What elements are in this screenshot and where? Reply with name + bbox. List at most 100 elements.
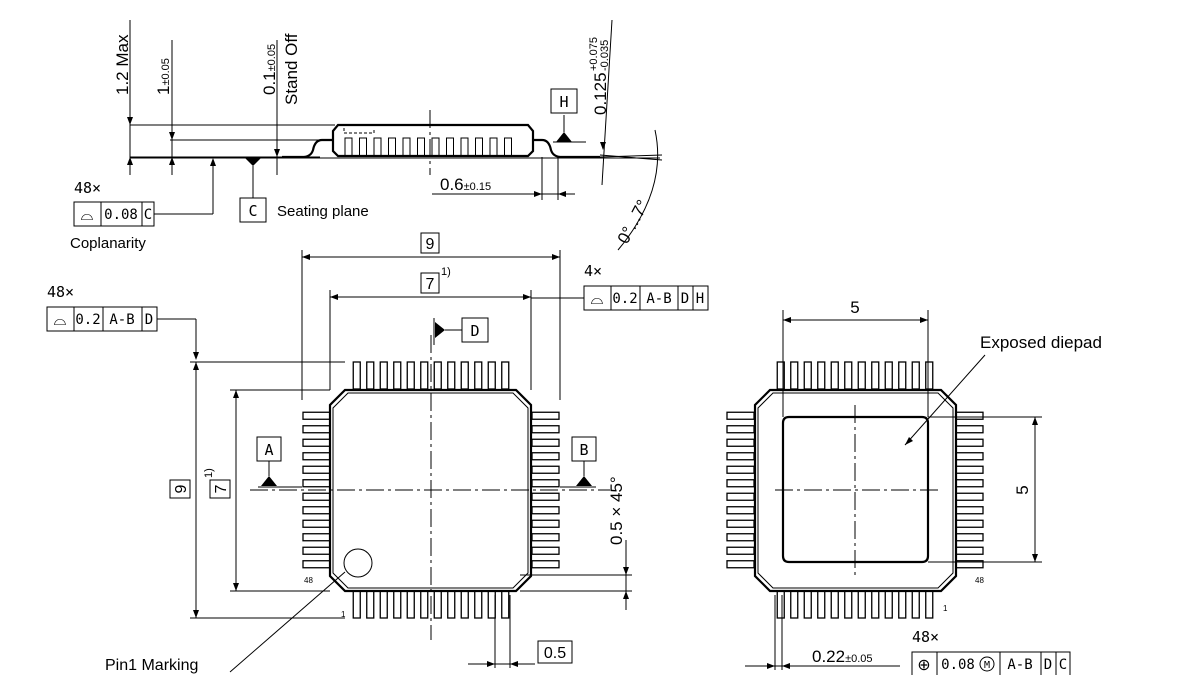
side-lead xyxy=(402,137,411,157)
top-lead-top xyxy=(447,361,456,390)
bottom-lead-right xyxy=(955,546,984,555)
top-lead-bottom xyxy=(433,590,442,619)
position-datum-ab: A-B xyxy=(1007,657,1032,673)
top-lead-left xyxy=(302,465,331,474)
position-symbol: ⊕ xyxy=(917,657,930,674)
side-lead xyxy=(417,137,425,157)
bottom-lead-bottom xyxy=(844,590,853,619)
side-lead xyxy=(431,137,440,157)
lead-width-tol: ±0.05 xyxy=(845,653,872,665)
overall-width-value: 9 xyxy=(426,236,435,253)
datum-b-label: B xyxy=(579,441,588,459)
bottom-pin-1-label: 1 xyxy=(943,604,948,613)
side-view: H C Seating plane 1.2 Max 1±0.05 0.1±0.0… xyxy=(113,19,663,251)
top-lead-right xyxy=(531,425,560,434)
top-lead-right xyxy=(531,411,560,420)
top-lead-left xyxy=(302,425,331,434)
top-lead-bottom xyxy=(406,590,415,619)
bottom-lead-right xyxy=(955,519,984,528)
bottom-lead-left xyxy=(726,411,755,420)
side-lead xyxy=(388,137,396,157)
body-thickness-dim: 1±0.05 xyxy=(154,58,173,95)
profile4-datum-d: D xyxy=(681,291,689,307)
foot-length-tol: ±0.15 xyxy=(464,181,491,193)
top-lead-top xyxy=(393,361,402,390)
body-height-value: 7 xyxy=(213,484,230,493)
bottom-lead-left xyxy=(726,465,755,474)
datum-d-label: D xyxy=(470,322,479,340)
foot-length-dim: 0.6±0.15 xyxy=(440,175,491,194)
top-lead-bottom xyxy=(501,590,510,619)
top-lead-top xyxy=(379,361,388,390)
datum-h-label: H xyxy=(559,93,568,111)
bottom-lead-bottom xyxy=(817,590,826,619)
position-modifier: M xyxy=(984,660,990,671)
lead-width-value: 0.22 xyxy=(812,647,845,666)
top-lead-left xyxy=(302,411,331,420)
coplanarity-symbol: ⌓ xyxy=(81,207,94,224)
top-lead-right xyxy=(531,452,560,461)
bottom-lead-left xyxy=(726,452,755,461)
bottom-lead-left xyxy=(726,479,755,488)
top-lead-left xyxy=(302,438,331,447)
top-lead-bottom xyxy=(460,590,469,619)
top-pin-48-label: 48 xyxy=(304,576,313,585)
profile4-datum-ab: A-B xyxy=(646,291,671,307)
bottom-lead-left xyxy=(726,519,755,528)
side-lead xyxy=(460,137,469,157)
top-lead-bottom xyxy=(447,590,456,619)
bottom-lead-right xyxy=(955,452,984,461)
top-lead-bottom xyxy=(474,590,483,619)
bottom-lead-bottom xyxy=(898,590,907,619)
bottom-view: 5 5 Exposed diepad 48 1 0.22±0.05 xyxy=(726,298,1102,670)
top-lead-bottom xyxy=(366,590,375,619)
top-lead-bottom xyxy=(393,590,402,619)
top-lead-right xyxy=(531,546,560,555)
position-fcf: 48× ⊕ 0.08 M A-B D C xyxy=(911,628,1071,675)
side-lead xyxy=(504,137,512,157)
top-lead-left xyxy=(302,546,331,555)
bottom-lead-bottom xyxy=(776,590,785,619)
bottom-lead-left xyxy=(726,506,755,515)
top-lead-left xyxy=(302,506,331,515)
bottom-lead-top xyxy=(911,361,920,390)
lead-width-dim: 0.22±0.05 xyxy=(812,647,873,666)
coplanarity-label: Coplanarity xyxy=(70,235,146,252)
body-thickness-value: 1 xyxy=(154,86,173,95)
top-lead-right xyxy=(531,465,560,474)
profile48-datum-ab: A-B xyxy=(109,312,134,328)
bottom-lead-left xyxy=(726,560,755,569)
top-lead-left xyxy=(302,452,331,461)
overall-height-value: 9 xyxy=(173,484,190,493)
top-lead-bottom xyxy=(379,590,388,619)
foot-angle-label: 0°...7° xyxy=(614,197,653,247)
coplanarity-value: 0.08 xyxy=(104,207,138,223)
pad-width-value: 5 xyxy=(850,298,859,317)
top-lead-top xyxy=(501,361,510,390)
top-lead-top xyxy=(406,361,415,390)
top-lead-bottom xyxy=(487,590,496,619)
lead-thickness-tol-lower: -0.035 xyxy=(599,40,611,71)
top-lead-right xyxy=(531,479,560,488)
top-lead-right xyxy=(531,438,560,447)
top-lead-bottom xyxy=(352,590,361,619)
bottom-lead-left xyxy=(726,438,755,447)
side-view-leads xyxy=(344,137,512,157)
bottom-lead-left xyxy=(726,425,755,434)
body-width-note: 1) xyxy=(441,266,451,278)
top-pin-1-label: 1 xyxy=(341,610,346,619)
pin-pitch-value: 0.5 xyxy=(544,645,566,662)
bottom-lead-top xyxy=(803,361,812,390)
top-lead-right xyxy=(531,519,560,528)
top-lead-right xyxy=(531,506,560,515)
standoff-value: 0.1 xyxy=(260,71,279,95)
bottom-lead-bottom xyxy=(911,590,920,619)
top-lead-right xyxy=(531,533,560,542)
bottom-lead-bottom xyxy=(790,590,799,619)
top-lead-bottom xyxy=(420,590,429,619)
bottom-lead-top xyxy=(871,361,880,390)
bottom-lead-bottom xyxy=(884,590,893,619)
top-lead-left xyxy=(302,533,331,542)
lead-thickness-dim: 0.125 +0.075 -0.035 xyxy=(588,37,611,115)
pin1-marking-label: Pin1 Marking xyxy=(105,657,198,674)
